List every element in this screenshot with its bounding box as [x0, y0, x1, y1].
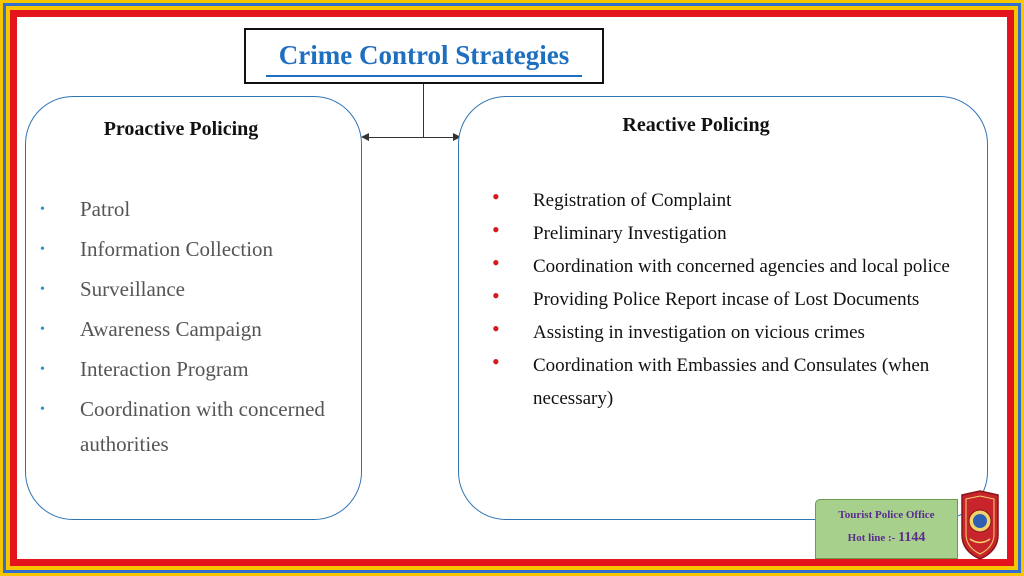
list-item-label: Patrol [80, 197, 131, 221]
arrow-right-icon [453, 133, 461, 141]
list-item-label: Coordination with Embassies and Consulat… [533, 355, 930, 409]
list-item: • Assisting in investigation on vicious c… [492, 316, 978, 349]
hotline-badge: Tourist Police Office Hot line :- 1144 [815, 499, 958, 559]
list-item-label: Assisting in investigation on vicious cr… [533, 322, 865, 343]
proactive-heading: Proactive Policing [103, 118, 259, 140]
proactive-panel [25, 96, 362, 520]
list-item-label: Coordination with concerned agencies and… [533, 256, 950, 277]
bullet-dot-icon: • [492, 217, 500, 242]
list-item: • Coordination with concerned agencies an… [492, 250, 978, 283]
badge-hotline: Hot line :- 1144 [816, 530, 957, 546]
police-emblem-icon [961, 490, 999, 560]
bullet-dot-icon: • [492, 250, 500, 275]
list-item-label: Interaction Program [80, 357, 249, 381]
connector-vertical [423, 84, 424, 137]
bullet-dot-icon: • [40, 402, 45, 417]
list-item-label: Preliminary Investigation [533, 223, 727, 244]
list-item: • Registration of Complaint [492, 184, 978, 217]
list-item-label: Information Collection [80, 237, 274, 261]
reactive-panel [458, 96, 988, 520]
list-item-label: Awareness Campaign [80, 317, 262, 341]
bullet-dot-icon: • [492, 184, 500, 209]
bullet-dot-icon: • [40, 202, 45, 217]
list-item: • Coordination with concerned authorities [40, 392, 358, 462]
title-underline [266, 75, 582, 77]
list-item: • Interaction Program [40, 352, 358, 387]
page-title: Crime Control Strategies [278, 40, 570, 70]
bullet-dot-icon: • [492, 316, 500, 341]
list-item-label: Surveillance [80, 277, 185, 301]
bullet-dot-icon: • [40, 322, 45, 337]
title-box: Crime Control Strategies [244, 28, 604, 84]
reactive-list: • Registration of Complaint • Preliminary … [492, 184, 978, 415]
reactive-heading: Reactive Policing [622, 114, 770, 136]
list-item: • Surveillance [40, 272, 358, 307]
bullet-dot-icon: • [492, 349, 500, 374]
list-item-label: Registration of Complaint [533, 190, 732, 211]
list-item: • Patrol [40, 192, 358, 227]
bullet-dot-icon: • [492, 283, 500, 308]
list-item: • Preliminary Investigation [492, 217, 978, 250]
bullet-dot-icon: • [40, 282, 45, 297]
list-item: • Information Collection [40, 232, 358, 267]
bullet-dot-icon: • [40, 362, 45, 377]
list-item-label: Coordination with concerned authorities [80, 397, 325, 456]
list-item: • Providing Police Report incase of Lost … [492, 283, 978, 316]
list-item: • Coordination with Embassies and Consula… [492, 349, 978, 415]
hotline-label: Hot line :- [847, 532, 896, 544]
hotline-number: 1144 [898, 530, 926, 545]
connector-horizontal [366, 137, 456, 138]
proactive-list: • Patrol • Information Collection • Surveil… [40, 192, 358, 467]
bullet-dot-icon: • [40, 242, 45, 257]
list-item-label: Providing Police Report incase of Lost D… [533, 289, 920, 310]
badge-office-name: Tourist Police Office [838, 509, 935, 521]
arrow-left-icon [361, 133, 369, 141]
list-item: • Awareness Campaign [40, 312, 358, 347]
